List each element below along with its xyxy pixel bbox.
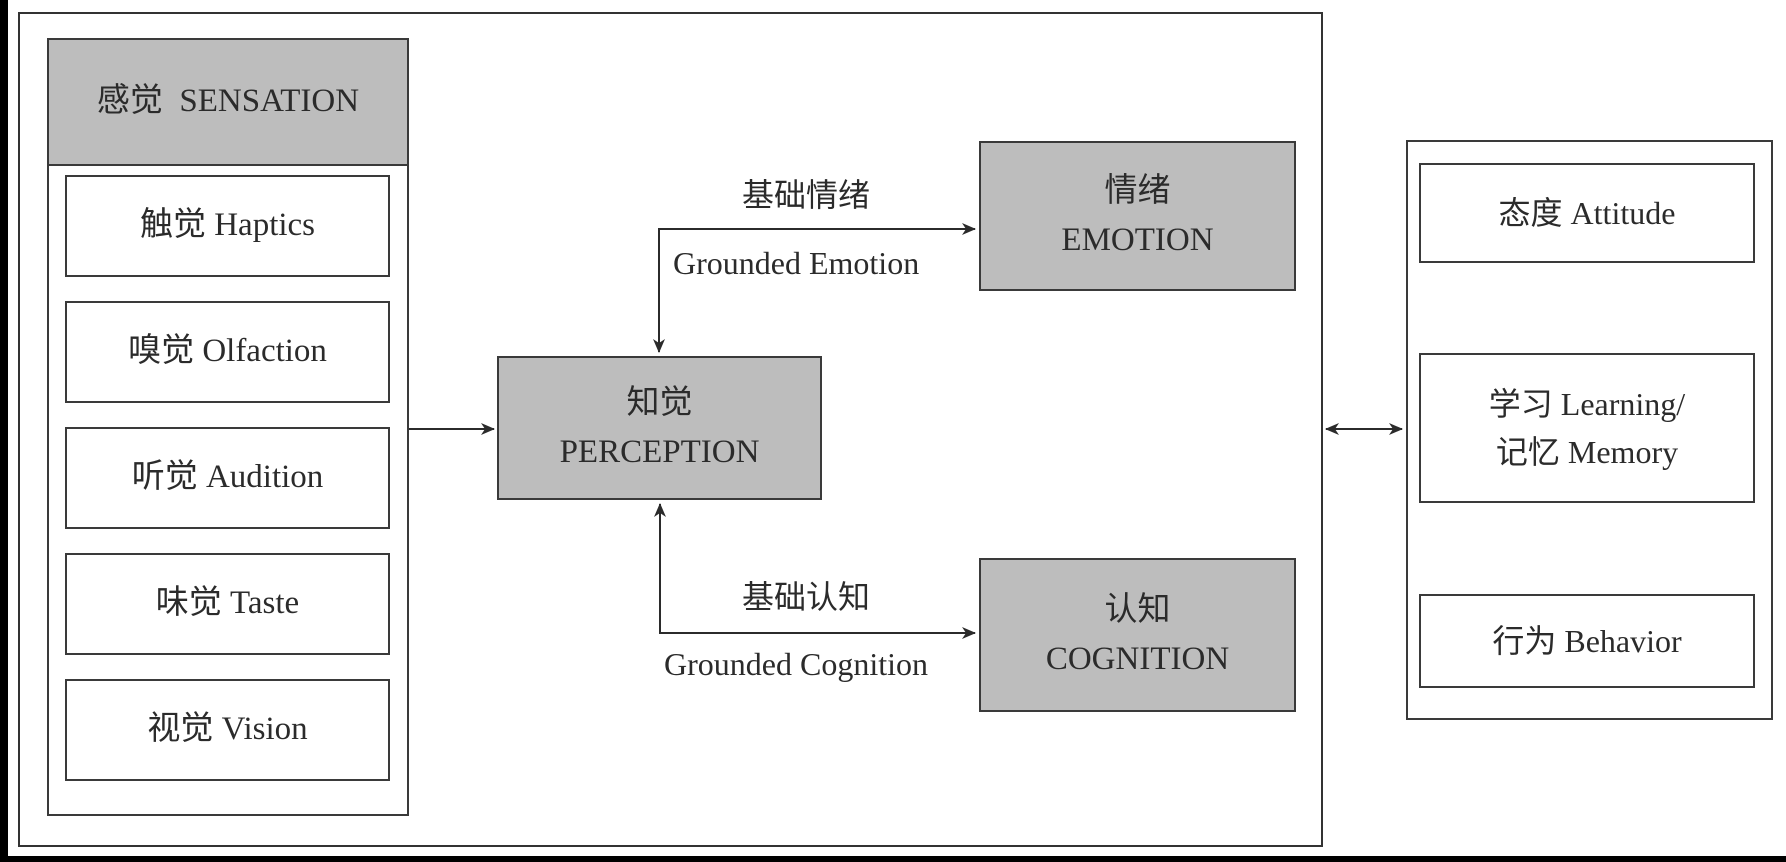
sense-box-audition: 听觉 Audition: [65, 427, 390, 529]
sense-label-en: Olfaction: [202, 333, 327, 370]
perception-cognition-arrow: [654, 503, 976, 639]
sense-label-cn: 嗅觉: [128, 333, 195, 370]
memory-label: 记忆 Memory: [1495, 434, 1679, 470]
sensation-header-label: 感觉 SENSATION: [96, 83, 360, 120]
sense-label-en: Audition: [205, 459, 324, 496]
sense-label-cn: 味觉: [155, 585, 222, 622]
left-edge: [0, 0, 8, 862]
perception-en: PERCEPTION: [559, 434, 760, 470]
emotion-cn: 情绪: [1104, 172, 1171, 209]
perception-emotion-arrow: [653, 223, 976, 353]
sense-box-taste: 味觉 Taste: [65, 553, 390, 655]
main-frame: [18, 12, 1323, 847]
cognition-box: 认知 COGNITION: [979, 558, 1296, 712]
perception-cn: 知觉: [626, 384, 693, 421]
bottom-edge: [0, 856, 1786, 862]
sense-box-haptics: 触觉 Haptics: [65, 175, 390, 277]
sense-label-en: Haptics: [214, 207, 316, 244]
sense-label-cn: 视觉: [147, 711, 214, 748]
emotion-box: 情绪 EMOTION: [979, 141, 1296, 291]
sensation-header: 感觉 SENSATION: [47, 38, 409, 166]
sense-label-en: Vision: [221, 711, 308, 748]
attitude-label: 态度 Attitude: [1498, 195, 1676, 231]
cognition-cn: 认知: [1104, 591, 1171, 628]
sense-label-cn: 触觉: [139, 207, 206, 244]
learning-memory-box: 学习 Learning/ 记忆 Memory: [1419, 353, 1755, 503]
learning-label: 学习 Learning/: [1488, 386, 1686, 422]
cognition-en: COGNITION: [1045, 641, 1230, 677]
behavior-box: 行为 Behavior: [1419, 594, 1755, 688]
sense-label-en: Taste: [230, 585, 300, 622]
attitude-box: 态度 Attitude: [1419, 163, 1755, 263]
sense-box-olfaction: 嗅觉 Olfaction: [65, 301, 390, 403]
perception-box: 知觉 PERCEPTION: [497, 356, 822, 500]
emotion-link-cn: 基础情绪: [742, 177, 871, 213]
cognition-link-en: Grounded Cognition: [664, 646, 928, 682]
sense-label-cn: 听觉: [131, 459, 198, 496]
emotion-en: EMOTION: [1061, 222, 1214, 258]
behavior-label: 行为 Behavior: [1492, 623, 1682, 659]
sense-box-vision: 视觉 Vision: [65, 679, 390, 781]
